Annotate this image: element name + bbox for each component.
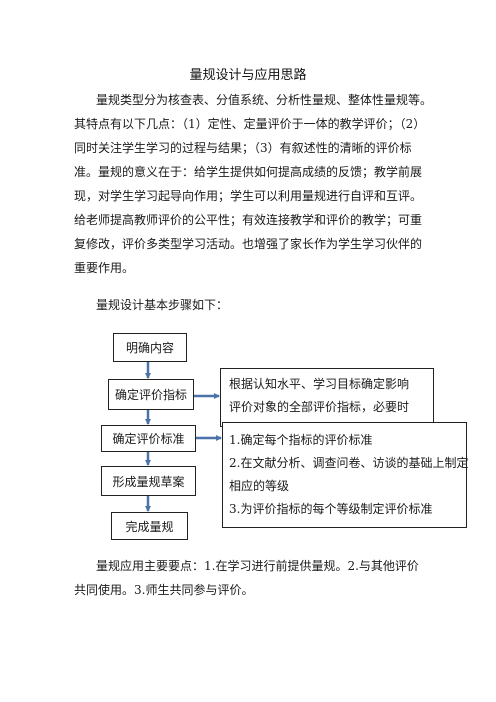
intro-line: 现，对学生学习起导向作用；学生可以利用量规进行自评和互评。 <box>74 189 423 203</box>
note-line: 根据认知水平、学习目标确定影响 <box>229 377 410 391</box>
page-title: 量规设计与应用思路 <box>189 68 307 83</box>
application-line: 共同使用。3.师生共同参与评价。 <box>74 583 254 597</box>
step-complete-rubric: 完成量规 <box>111 512 188 540</box>
steps-intro: 量规设计基本步骤如下： <box>74 293 442 317</box>
intro-line: 给老师提高教师评价的公平性；有效连接教学和评价的教学；可重 <box>74 213 423 227</box>
intro-line: 同时关注学生学习的过程与结果；（3）有叙述性的清晰的评价标 <box>74 141 412 155</box>
note-indicators: 根据认知水平、学习目标确定影响 评价对象的全部评价指标，必要时 <box>220 368 434 427</box>
note-standards: 1.确定每个指标的评价标准 2.在文献分析、调查问卷、访谈的基础上制定 相应的等… <box>222 422 469 528</box>
application-line: 量规应用主要要点：1.在学习进行前提供量规。2.与其他评价 <box>96 559 419 573</box>
note-line: 相应的等级 <box>229 479 290 493</box>
step-draft-rubric: 形成量规草案 <box>101 466 196 496</box>
application-paragraph: 量规应用主要要点：1.在学习进行前提供量规。2.与其他评价 共同使用。3.师生共… <box>74 554 442 602</box>
step-define-standards: 确定评价标准 <box>101 425 196 452</box>
note-line: 2.在文献分析、调查问卷、访谈的基础上制定 <box>229 456 469 470</box>
note-line: 1.确定每个指标的评价标准 <box>229 433 373 447</box>
note-line: 评价对象的全部评价指标，必要时 <box>229 400 410 414</box>
steps-intro-text: 量规设计基本步骤如下： <box>96 298 229 312</box>
intro-line: 其特点有以下几点：（1）定性、定量评价于一体的教学评价；（2） <box>74 117 426 131</box>
step-define-content: 明确内容 <box>113 333 187 362</box>
step-define-indicators: 确定评价指标 <box>108 379 194 410</box>
intro-line: 复修改，评价多类型学习活动。也增强了家长作为学生学习伙伴的 <box>74 237 423 251</box>
intro-line: 重要作用。 <box>74 261 135 275</box>
intro-paragraph: 量规类型分为核查表、分值系统、分析性量规、整体性量规等。 其特点有以下几点：（1… <box>74 88 442 280</box>
intro-line: 量规类型分为核查表、分值系统、分析性量规、整体性量规等。 <box>96 93 433 107</box>
note-line: 3.为评价指标的每个等级制定评价标准 <box>229 502 433 516</box>
intro-line: 准。量规的意义在于：给学生提供如何提高成绩的反馈；教学前展 <box>74 165 423 179</box>
